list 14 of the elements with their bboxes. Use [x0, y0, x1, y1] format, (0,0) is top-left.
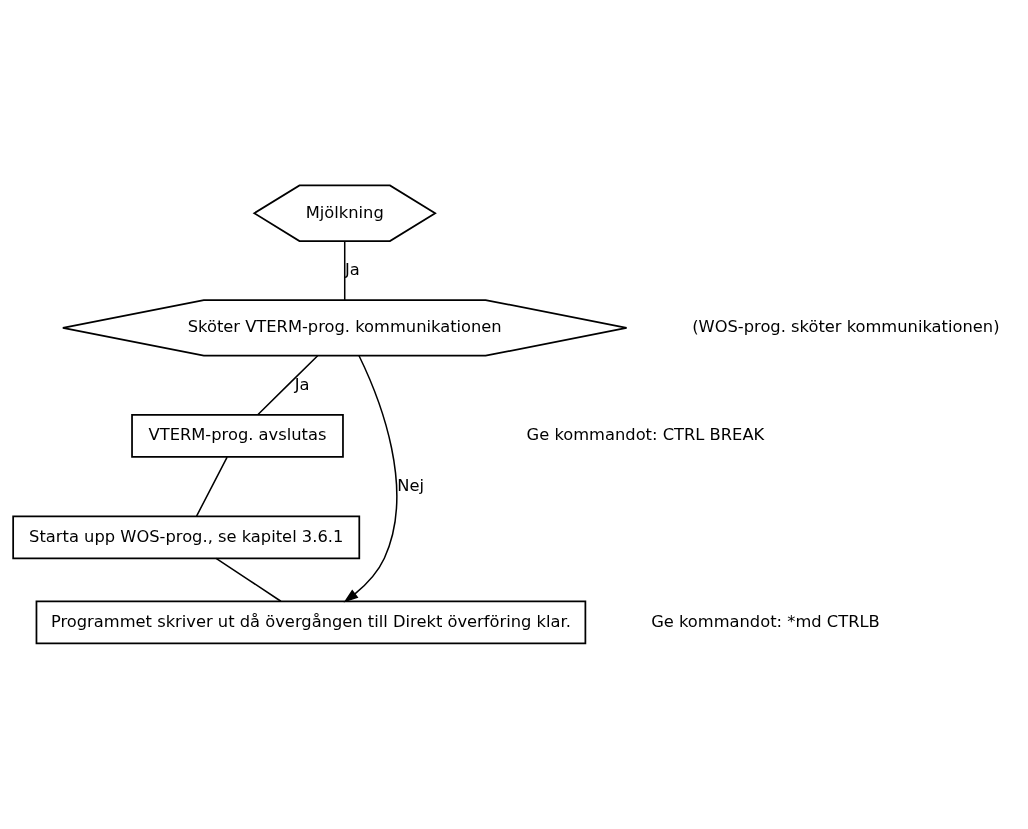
arrow: [343, 355, 398, 603]
edge-label: Nej: [397, 475, 424, 495]
node-box: VTERM-prog. avslutas: [131, 414, 344, 458]
node-box: Starta upp WOS-prog., se kapitel 3.6.1: [12, 515, 361, 560]
edge-label: Ja: [344, 259, 360, 279]
connector: [215, 557, 282, 602]
connector: [343, 240, 346, 301]
node-box: Programmet skriver ut då övergången till Direkt överföring klar.: [35, 600, 587, 645]
edge-label: Ja: [294, 374, 310, 394]
connector: [195, 456, 228, 517]
label: Ge kommandot: CTRL BREAK: [526, 425, 765, 445]
connector: [257, 354, 319, 416]
label: Ge kommandot: *md CTRLB: [651, 611, 880, 631]
label: (WOS-prog. sköter kommunikationen): [692, 317, 1000, 337]
